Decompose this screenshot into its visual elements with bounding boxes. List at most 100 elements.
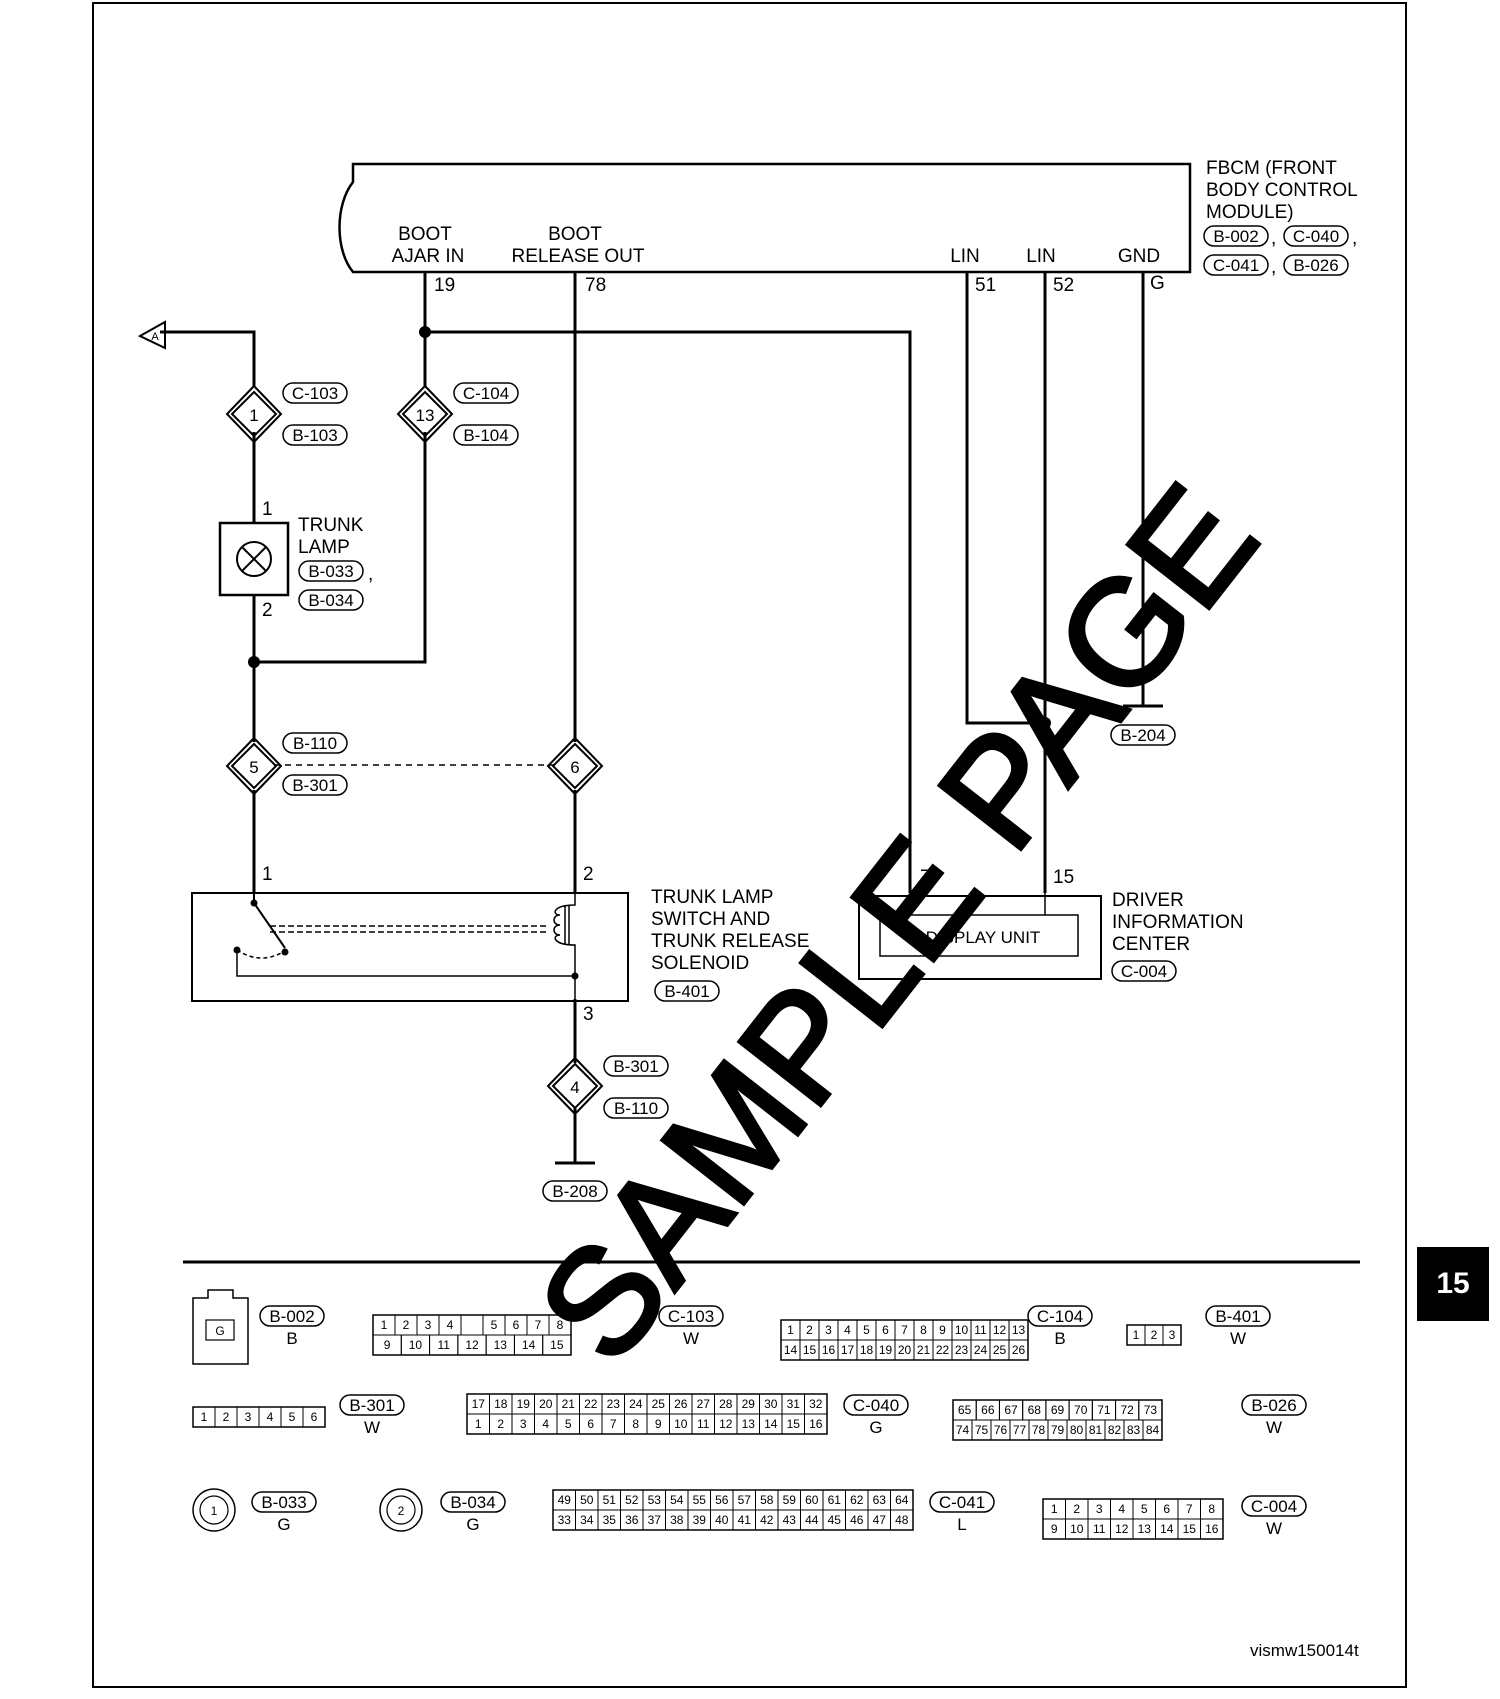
connector-pin-label: 2	[1151, 1328, 1158, 1342]
inline-connector-upper: B-110	[293, 734, 337, 753]
connector-pin-label: 8	[632, 1417, 639, 1431]
pin-num-78: 78	[585, 275, 606, 296]
connector-id: C-104	[1037, 1307, 1083, 1326]
connector-pin-label: 12	[465, 1338, 479, 1352]
pin-label-boot-ajar-1: BOOT	[398, 224, 452, 245]
connector-pin-label: 10	[955, 1323, 969, 1337]
connector-pin-label: 2	[497, 1417, 504, 1431]
connector-pin-label: 82	[1108, 1423, 1122, 1437]
inline-connector-pin: 4	[570, 1078, 579, 1097]
connector-pin-label: 3	[1169, 1328, 1176, 1342]
connector-pin-cell	[205, 1319, 235, 1341]
connector-pin-label: 67	[1004, 1403, 1018, 1417]
trunk-switch-solenoid: 1 2 3 TRUNK LAMP SWITCH AND TRUNK RELEAS…	[191, 864, 809, 1025]
connector-pin-label: 43	[783, 1513, 797, 1527]
connector-pin-label: 5	[565, 1417, 572, 1431]
connector-pin-label: 2	[1073, 1502, 1080, 1516]
inline-connector-4: 4 B-301 B-110	[546, 1055, 669, 1119]
connector-id: C-004	[1251, 1497, 1297, 1516]
connector-pin-label: 6	[513, 1318, 520, 1332]
inline-connector-6: 6	[546, 736, 604, 796]
fbcm-connector-2: C-040	[1293, 227, 1339, 246]
pin-label-gnd: GND	[1118, 246, 1160, 267]
switch-label-2: SWITCH AND	[651, 909, 770, 930]
inline-connector-13: 13 C-104 B-104	[396, 382, 519, 446]
connector-pin-label: 61	[828, 1493, 842, 1507]
page-frame	[92, 2, 1407, 1688]
connector-pin-label: 1	[201, 1410, 208, 1424]
connector-pin-label: 12	[993, 1323, 1007, 1337]
connector-pin-label: 13	[1012, 1323, 1026, 1337]
connector-pin-label: 60	[805, 1493, 819, 1507]
offpage-arrow-a: A	[137, 320, 166, 350]
connector-pin-label: 14	[1160, 1522, 1174, 1536]
connector-color: L	[957, 1515, 966, 1534]
driver-information-center: DISPLAY UNIT 7 15 DRIVER INFORMATION CEN…	[858, 867, 1244, 982]
connector-pin-label: 76	[994, 1423, 1008, 1437]
connector-id: B-026	[1251, 1396, 1296, 1415]
switch-pin-2: 2	[583, 864, 594, 885]
connector-housing	[379, 1488, 423, 1532]
inline-connector-pin: 1	[249, 406, 258, 425]
switch-label-3: TRUNK RELEASE	[651, 931, 809, 952]
connector-color: G	[277, 1515, 290, 1534]
connector-pin-label: 30	[764, 1397, 778, 1411]
inline-connector-5: 5 B-110 B-301	[225, 732, 348, 796]
connector-pin-label: 28	[719, 1397, 733, 1411]
connector-pin-label: 78	[1032, 1423, 1046, 1437]
connector-pin-label: 15	[787, 1417, 801, 1431]
connector-pin-label: 1	[1051, 1502, 1058, 1516]
connector-color: W	[1230, 1329, 1246, 1348]
connector-pin-label: 18	[494, 1397, 508, 1411]
dic-label-3: CENTER	[1112, 934, 1190, 955]
pin-num-52: 52	[1053, 275, 1074, 296]
connector-pin-label: 1	[787, 1323, 794, 1337]
fbcm-label-line2: BODY CONTROL	[1206, 180, 1358, 201]
connector-pin-label: 24	[974, 1343, 988, 1357]
connector-pin-label: 15	[803, 1343, 817, 1357]
ground-label: B-208	[552, 1182, 597, 1201]
connector-pin-label: 2	[398, 1504, 405, 1518]
connector-pin-label: 4	[447, 1318, 454, 1332]
connector-pin-label: 13	[742, 1417, 756, 1431]
connector-pin-label: 55	[693, 1493, 707, 1507]
inline-connector-pin: 5	[249, 758, 258, 777]
connector-pin-label: 38	[670, 1513, 684, 1527]
connector-pin-label: 14	[784, 1343, 798, 1357]
connector-pin-label: 48	[895, 1513, 909, 1527]
connector-pin-label: 9	[939, 1323, 946, 1337]
connector-pin-cell	[1162, 1324, 1182, 1346]
connector-pin-label: 8	[557, 1318, 564, 1332]
pin-num-51: 51	[975, 275, 996, 296]
connector-pin-label: 10	[1070, 1522, 1084, 1536]
connector-pin-label: 4	[267, 1410, 274, 1424]
connector-pin-label: 46	[850, 1513, 864, 1527]
display-unit-label: DISPLAY UNIT	[926, 928, 1041, 947]
connector-pin-label: 11	[974, 1323, 987, 1337]
connector-pin-label: 25	[993, 1343, 1007, 1357]
svg-text:,: ,	[1271, 257, 1276, 278]
connector-pin-label: 17	[472, 1397, 486, 1411]
connector-pin-label: 12	[1115, 1522, 1129, 1536]
connector-id-pill	[251, 1491, 317, 1513]
connector-pin-cell	[302, 1406, 326, 1428]
connector-pin-label: 49	[558, 1493, 572, 1507]
connector-pin-cell	[1142, 1419, 1163, 1441]
inline-connector-upper: C-103	[292, 384, 338, 403]
connector-pin-label: 59	[783, 1493, 797, 1507]
connector-pin-label: 72	[1120, 1403, 1134, 1417]
connector-pin-label: 4	[1118, 1502, 1125, 1516]
connector-pin-label: 33	[558, 1513, 572, 1527]
connector-pin-label: 19	[879, 1343, 893, 1357]
connector-pin-label: 14	[764, 1417, 778, 1431]
connector-pin-label: 26	[1012, 1343, 1026, 1357]
connector-color: W	[683, 1329, 699, 1348]
connector-pin-label: 20	[539, 1397, 553, 1411]
connector-id-pill	[1241, 1394, 1307, 1416]
connector-pin-label: 6	[882, 1323, 889, 1337]
ground-label: B-204	[1120, 726, 1165, 745]
connector-pin-label: 2	[403, 1318, 410, 1332]
